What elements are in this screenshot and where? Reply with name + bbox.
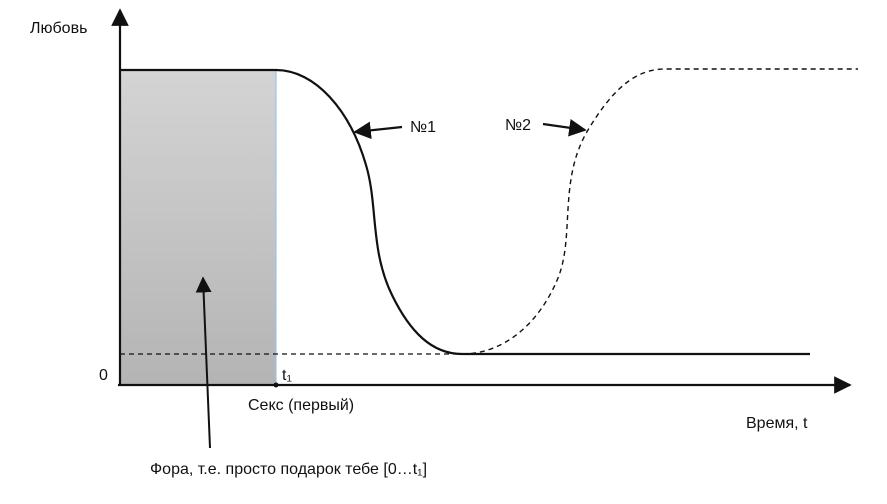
series-line-2 — [461, 68, 858, 355]
t1-label: t₁ — [282, 367, 292, 384]
series-1-pointer-arrow — [353, 121, 403, 140]
head-start-pointer-arrow — [195, 276, 212, 449]
y-zero-label: 0 — [99, 367, 108, 384]
series-label-1: №1 — [410, 119, 436, 136]
x-axis-label: Время, t — [746, 415, 808, 432]
t1-marker — [273, 382, 279, 388]
series-line-1 — [120, 68, 810, 356]
series-2-pointer-arrow — [542, 119, 587, 137]
t1-caption: Секс (первый) — [248, 397, 354, 414]
y-axis-label: Любовь — [30, 20, 87, 37]
head-start-annotation: Фора, т.е. просто подарок тебе [0…t₁] — [150, 461, 427, 478]
series-label-2: №2 — [505, 117, 531, 134]
head-start-region — [120, 70, 276, 385]
